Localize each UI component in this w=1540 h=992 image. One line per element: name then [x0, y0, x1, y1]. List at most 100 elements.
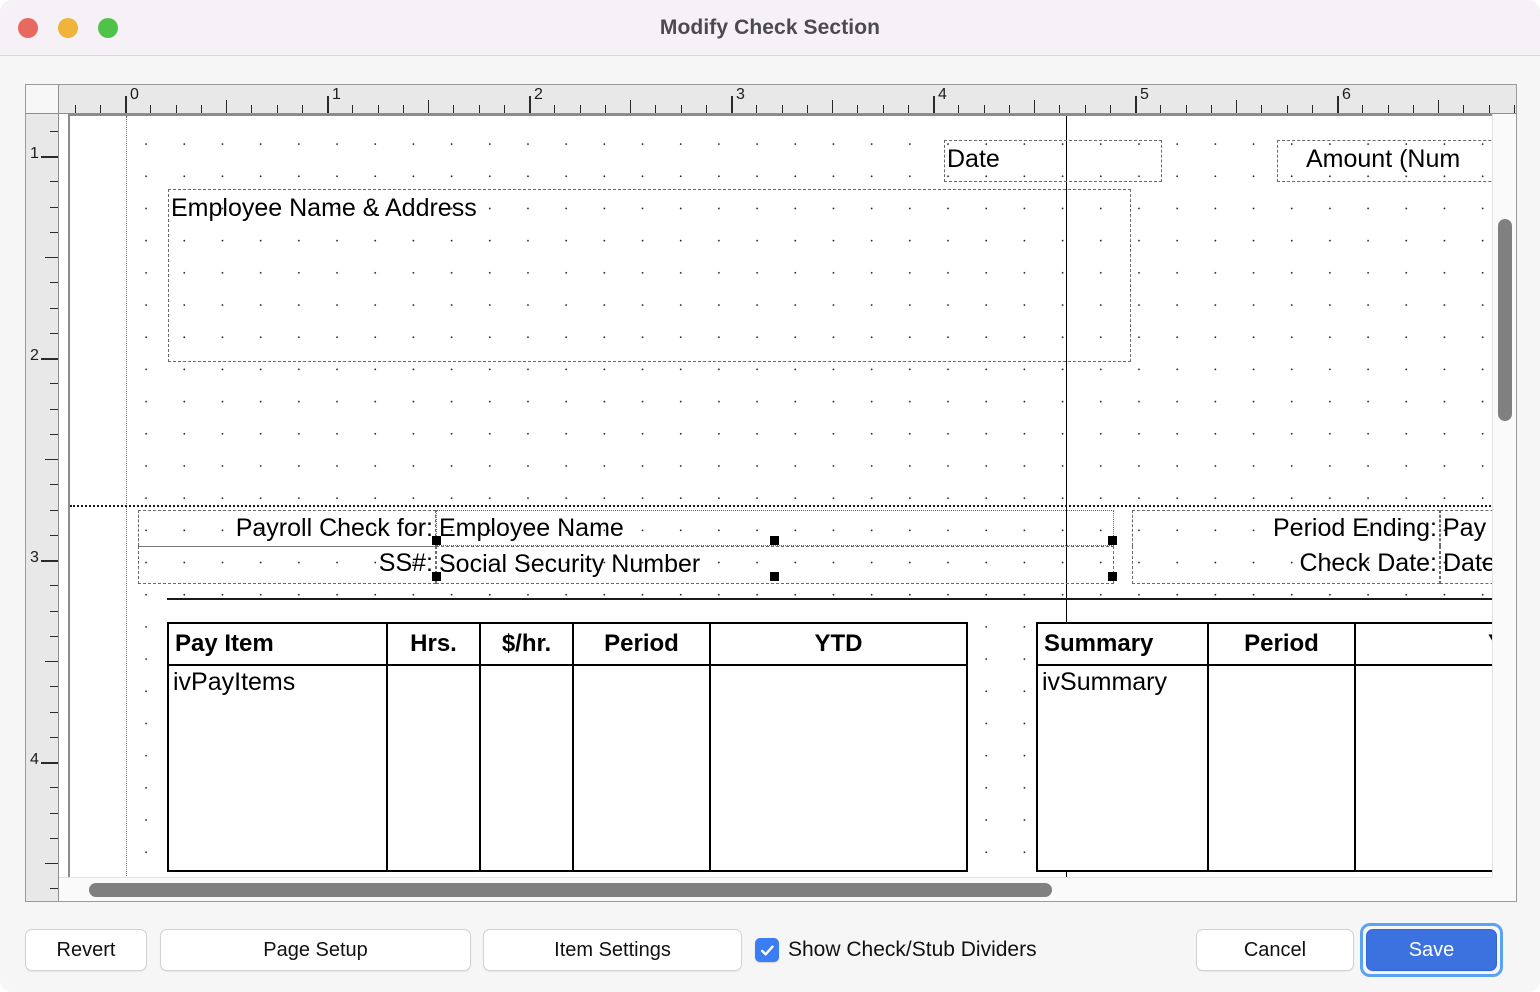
selection-handle[interactable]	[770, 536, 779, 545]
ruler-tick	[1135, 96, 1137, 113]
ruler-tick	[50, 585, 58, 587]
vertical-scrollbar[interactable]	[1492, 114, 1516, 877]
ruler-tick	[1059, 105, 1061, 113]
pay-items-cell	[710, 665, 966, 870]
ruler-tick	[50, 231, 58, 233]
ruler-tick	[428, 100, 429, 113]
ruler-tick	[50, 332, 58, 334]
horizontal-scrollbar[interactable]	[59, 877, 1492, 901]
ruler-tick	[301, 105, 303, 113]
ruler-label: 3	[30, 549, 39, 566]
check-stub-divider	[70, 505, 1516, 507]
ruler-tick	[781, 105, 783, 113]
field-amount[interactable]: Amount (Num	[1277, 140, 1516, 182]
ruler-tick	[50, 711, 58, 713]
pay-items-header-cell: $/hr.	[480, 624, 574, 666]
summary-table[interactable]: Summary Period YTD ivSummary	[1036, 622, 1516, 872]
ruler-tick	[1463, 105, 1465, 113]
selection-handle[interactable]	[432, 572, 441, 581]
minimize-window-icon[interactable]	[58, 18, 78, 38]
field-payroll-check-for-label[interactable]: Payroll Check for:	[138, 510, 436, 546]
window-titlebar: Modify Check Section	[0, 0, 1540, 56]
ruler-tick	[226, 100, 227, 113]
pay-items-table[interactable]: Pay Item Hrs. $/hr. Period YTD ivPayItem…	[167, 622, 968, 872]
show-dividers-checkbox-group[interactable]: Show Check/Stub Dividers	[755, 929, 1037, 971]
ruler-tick	[453, 105, 455, 113]
field-period-ending-label-text: Period Ending:	[1272, 514, 1437, 542]
ruler-tick	[1109, 105, 1111, 113]
selection-handle[interactable]	[1108, 536, 1117, 545]
field-date[interactable]: Date	[944, 140, 1162, 182]
ruler-tick	[276, 105, 278, 113]
table-row[interactable]: ivPayItems	[169, 665, 966, 870]
ruler-tick	[41, 560, 58, 562]
ruler-label: 1	[30, 145, 39, 162]
ruler-label: 6	[1342, 86, 1351, 103]
ruler-tick	[251, 105, 253, 113]
ruler-tick	[680, 105, 682, 113]
ruler-tick	[705, 105, 707, 113]
ruler-label: 4	[30, 751, 39, 768]
ruler-tick	[74, 105, 76, 113]
ruler-tick	[50, 433, 58, 435]
field-ss-value-text: Social Security Number	[439, 550, 701, 578]
ruler-tick	[1185, 105, 1187, 113]
ruler-tick	[125, 96, 127, 113]
horizontal-scrollbar-thumb[interactable]	[89, 883, 1052, 897]
pay-items-header-row: Pay Item Hrs. $/hr. Period YTD	[169, 624, 966, 666]
field-employee-name-address-text: Employee Name & Address	[171, 194, 477, 222]
layout-canvas[interactable]: Date Amount (Num Employee Name & Address…	[59, 114, 1516, 901]
summary-header-cell: Summary	[1038, 624, 1209, 666]
save-button[interactable]: Save	[1366, 929, 1497, 971]
ruler-tick	[45, 661, 58, 662]
field-period-ending-label[interactable]: Period Ending:	[1132, 510, 1440, 546]
show-dividers-label: Show Check/Stub Dividers	[788, 938, 1037, 961]
item-settings-button[interactable]: Item Settings	[483, 929, 742, 971]
ruler-tick	[50, 610, 58, 612]
pay-items-cell	[480, 665, 574, 870]
ruler-label: 2	[534, 86, 543, 103]
ruler-tick	[503, 105, 505, 113]
field-employee-name-address[interactable]: Employee Name & Address	[168, 189, 1131, 362]
ruler-tick	[50, 408, 58, 410]
ruler-tick	[579, 105, 581, 113]
summary-header-cell: Period	[1208, 624, 1356, 666]
selection-handle[interactable]	[1108, 572, 1117, 581]
ruler-tick	[1160, 105, 1162, 113]
field-check-date-label[interactable]: Check Date:	[1132, 546, 1440, 584]
ruler-tick	[857, 105, 859, 113]
ruler-tick	[327, 96, 329, 113]
ruler-tick	[1084, 105, 1086, 113]
window-title: Modify Check Section	[659, 16, 881, 39]
ruler-tick	[50, 383, 58, 385]
scrollbar-corner	[1492, 877, 1516, 901]
table-row[interactable]: ivSummary	[1038, 665, 1516, 870]
revert-button[interactable]: Revert	[25, 929, 147, 971]
field-employee-name-value[interactable]: Employee Name	[436, 510, 1114, 546]
ruler-tick	[1034, 100, 1035, 113]
field-ss-label[interactable]: SS#:	[138, 546, 436, 584]
maximize-window-icon[interactable]	[98, 18, 118, 38]
close-window-icon[interactable]	[18, 18, 38, 38]
ruler-tick	[200, 105, 202, 113]
ruler-tick	[50, 837, 58, 839]
field-check-date-label-text: Check Date:	[1299, 549, 1437, 577]
cancel-button[interactable]: Cancel	[1196, 929, 1354, 971]
field-ss-value[interactable]: Social Security Number	[436, 546, 1114, 584]
summary-cell: ivSummary	[1038, 665, 1209, 870]
check-page: Date Amount (Num Employee Name & Address…	[68, 114, 1516, 901]
ruler-tick	[604, 105, 606, 113]
pay-items-cell	[387, 665, 481, 870]
ruler-tick	[1337, 96, 1339, 113]
vertical-scrollbar-thumb[interactable]	[1498, 219, 1512, 421]
ruler-label: 0	[130, 86, 139, 103]
ruler-tick	[655, 105, 657, 113]
page-setup-button[interactable]: Page Setup	[160, 929, 471, 971]
ruler-tick	[933, 96, 935, 113]
selection-handle[interactable]	[770, 572, 779, 581]
ruler-tick	[99, 105, 101, 113]
ruler-tick	[1311, 105, 1313, 113]
show-dividers-checkbox[interactable]	[755, 938, 779, 962]
selection-handle[interactable]	[432, 536, 441, 545]
